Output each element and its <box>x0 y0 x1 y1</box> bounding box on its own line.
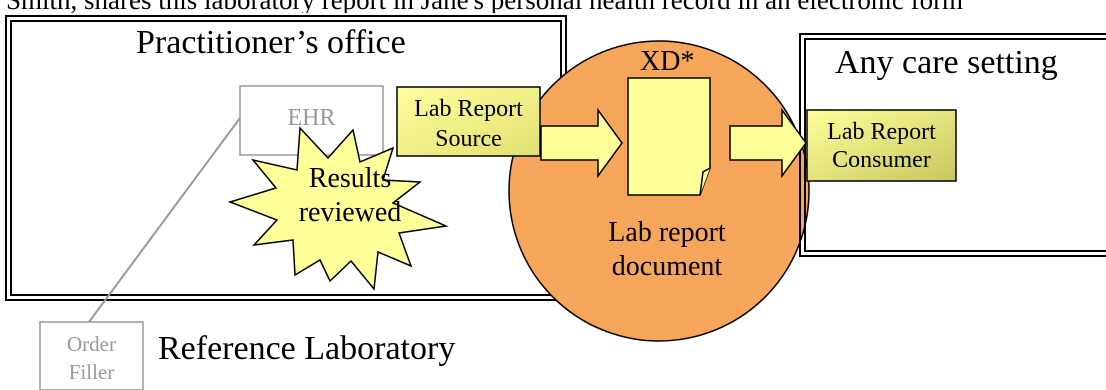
source-line2: Source <box>435 126 502 152</box>
top-caption: Smith, shares this laboratory report in … <box>0 0 1106 13</box>
lab-report-source-label: Lab Report Source <box>397 94 540 154</box>
practitioner-office-title: Practitioner’s office <box>136 24 406 61</box>
document-fold <box>699 167 711 196</box>
consumer-line1: Lab Report <box>827 119 936 145</box>
xd-label: XD* <box>640 46 695 77</box>
lab-report-consumer-label: Lab Report Consumer <box>807 118 956 174</box>
arrow-document-to-consumer <box>729 107 807 179</box>
ehr-label: EHR <box>287 105 336 131</box>
care-setting-title: Any care setting <box>835 44 1058 81</box>
consumer-line2: Consumer <box>832 147 931 173</box>
doc-line1: Lab report <box>608 217 726 248</box>
order-filler-line1: Order <box>67 332 116 356</box>
lab-report-document <box>627 77 711 196</box>
results-reviewed-starburst <box>227 126 449 291</box>
lab-report-document-label: Lab report document <box>592 216 742 284</box>
order-filler-line2: Filler <box>68 360 115 384</box>
doc-line2: document <box>611 251 723 282</box>
results-reviewed-label: Results reviewed <box>295 162 405 230</box>
source-line1: Lab Report <box>414 96 523 122</box>
lab-report-consumer-box[interactable] <box>806 109 957 182</box>
starburst-line1: Results <box>308 163 392 194</box>
ehr-order-filler-line <box>88 117 241 323</box>
order-filler-label: Order Filler <box>40 330 143 386</box>
order-filler-box <box>39 321 144 390</box>
reference-laboratory-label: Reference Laboratory <box>158 330 456 367</box>
starburst-line2: reviewed <box>298 197 402 228</box>
lab-report-source-box[interactable] <box>396 86 541 157</box>
arrow-source-to-document <box>540 107 623 179</box>
